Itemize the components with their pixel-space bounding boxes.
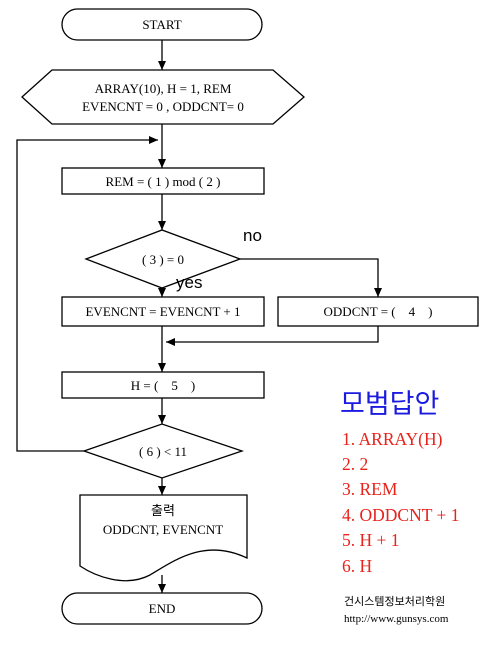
answers-title: 모범답안: [340, 389, 439, 420]
connector-lines: [16, 40, 382, 593]
even-count-process: [61, 296, 265, 327]
decision-remainder-label: ( 3 ) = 0: [142, 252, 184, 267]
answer-item: 1. ARRAY(H): [342, 429, 443, 449]
h-increment-label: H = ( 5 ): [131, 378, 195, 393]
decision-loop-check: [82, 423, 245, 479]
answer-item: 6. H: [342, 556, 373, 576]
answer-item: 4. ODDCNT + 1: [342, 505, 459, 525]
start-label: START: [142, 17, 181, 32]
rem-process: [61, 167, 265, 195]
output-text: ODDCNT, EVENCNT: [103, 522, 223, 537]
decision-remainder-check: [84, 229, 242, 289]
decision-loop-label: ( 6 ) < 11: [139, 444, 187, 459]
model-answers: 모범답안 1. ARRAY(H) 2. 2 3. REM 4. ODDCNT +…: [340, 389, 459, 576]
init-preparation: [21, 69, 305, 125]
answer-item: 2. 2: [342, 454, 368, 474]
no-branch-label: no: [243, 226, 262, 245]
yes-branch-label: yes: [176, 273, 202, 292]
start-terminal: [61, 8, 263, 41]
h-increment-process: [61, 371, 265, 399]
rem-process-label: REM = ( 1 ) mod ( 2 ): [106, 174, 221, 189]
credit-name: 건시스템정보처리학원: [344, 595, 445, 608]
output-title: 출력: [151, 503, 175, 518]
end-label: END: [149, 601, 176, 616]
odd-count-label: ODDCNT = ( 4 ): [324, 304, 433, 319]
end-terminal: [61, 592, 263, 625]
init-line-2: EVENCNT = 0 , ODDCNT= 0: [82, 99, 244, 114]
init-line-1: ARRAY(10), H = 1, REM: [95, 81, 232, 96]
answer-item: 3. REM: [342, 479, 398, 499]
even-count-label: EVENCNT = EVENCNT + 1: [85, 304, 240, 319]
output-document: [79, 494, 248, 582]
answer-item: 5. H + 1: [342, 530, 400, 550]
credit-url: http://www.gunsys.com: [344, 613, 449, 625]
odd-count-process: [277, 296, 479, 327]
